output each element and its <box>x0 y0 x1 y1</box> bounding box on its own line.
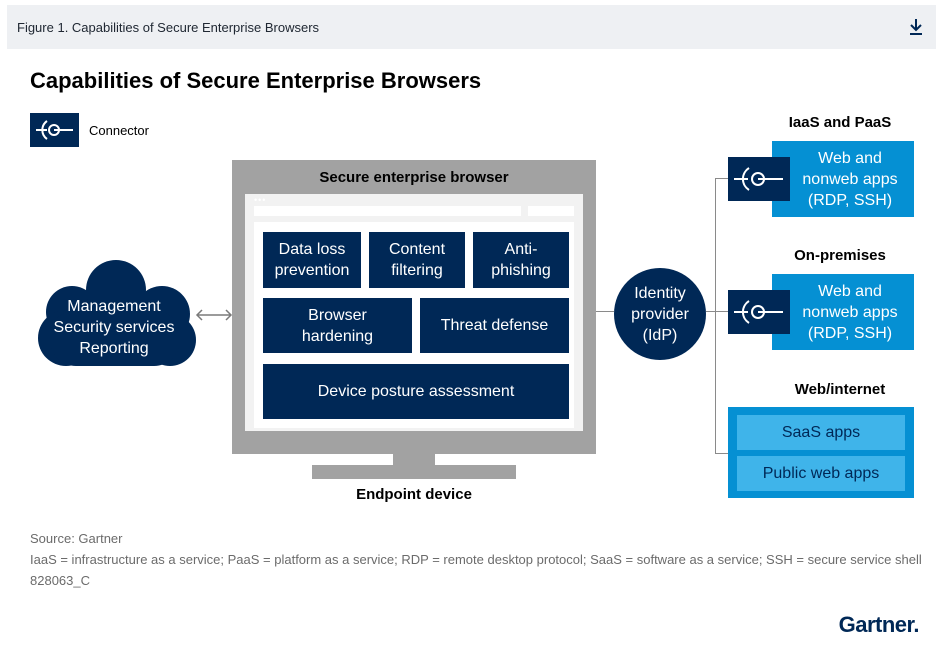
connector-line <box>715 178 716 454</box>
connector-line <box>596 311 614 312</box>
capability-line: Anti- <box>504 241 538 258</box>
capability-line: filtering <box>391 262 443 279</box>
connector-icon <box>30 113 79 147</box>
connector-line <box>706 311 716 312</box>
address-bar <box>254 206 521 216</box>
capability-line: Device posture assessment <box>317 383 515 400</box>
management-cloud <box>38 260 196 366</box>
cloud-line: Management <box>67 298 161 315</box>
capability-line: Threat defense <box>440 317 549 334</box>
figure-header-bar: Figure 1. Capabilities of Secure Enterpr… <box>7 5 936 49</box>
gartner-logo: Gartner. <box>838 612 920 637</box>
cloud-label: Management Security services Reporting <box>30 296 198 359</box>
connector-icon <box>728 290 790 334</box>
idp-line: (IdP) <box>642 326 678 344</box>
cloud-line: Security services <box>53 319 175 336</box>
capability-threat-defense: Threat defense <box>420 298 569 353</box>
identity-provider: Identity provider (IdP) <box>614 268 706 360</box>
capability-line: hardening <box>301 327 374 345</box>
source-note: Source: Gartner <box>30 531 123 546</box>
capability-browser-hardening: Browser hardening <box>263 298 412 353</box>
connector-icon <box>728 157 790 201</box>
capability-anti-phishing: Anti-phishing <box>473 232 569 288</box>
capability-content-filtering: Content filtering <box>369 232 465 288</box>
connector-line <box>715 311 728 312</box>
legend-label: Connector <box>89 123 149 138</box>
apps-line: nonweb apps <box>802 170 898 188</box>
capability-line: Content <box>388 241 446 258</box>
apps-line: Web and <box>818 282 882 300</box>
public-web-apps-box: Public web apps <box>737 456 905 491</box>
capability-line: prevention <box>274 262 350 279</box>
capability-line: Data loss <box>278 241 346 258</box>
saas-apps-box: SaaS apps <box>737 415 905 450</box>
monitor-stand-neck <box>393 454 435 465</box>
apps-line: (RDP, SSH) <box>807 191 893 209</box>
apps-line: Web and <box>818 149 882 167</box>
diagram-title: Capabilities of Secure Enterprise Browse… <box>30 68 482 93</box>
figure-code: 828063_C <box>30 573 90 588</box>
capability-line: Browser <box>308 306 367 324</box>
capability-device-posture-assessment: Device posture assessment <box>263 364 569 419</box>
search-bar <box>528 206 574 216</box>
monitor-stand-base <box>312 465 516 479</box>
idp-line: Identity <box>634 284 686 302</box>
group-title-iaas: IaaS and PaaS <box>788 114 892 131</box>
window-dots-icon: ••• <box>254 195 267 205</box>
apps-line: nonweb apps <box>802 303 898 321</box>
download-icon[interactable] <box>908 17 924 37</box>
abbreviation-note: IaaS = infrastructure as a service; PaaS… <box>30 552 922 567</box>
capability-line: phishing <box>491 262 551 279</box>
figure-label: Figure 1. Capabilities of Secure Enterpr… <box>17 20 320 35</box>
iaas-apps-box: Web and nonweb apps (RDP, SSH) <box>772 141 914 217</box>
bidirectional-arrow <box>195 309 233 321</box>
idp-line: provider <box>631 305 689 323</box>
connector-line <box>715 178 728 179</box>
group-title-onprem: On-premises <box>794 247 886 264</box>
connector-line <box>715 453 728 454</box>
capability-data-loss-prevention: Data loss prevention <box>263 232 361 288</box>
browser-title: Secure enterprise browser <box>319 169 509 186</box>
group-title-web: Web/internet <box>794 381 886 398</box>
apps-line: (RDP, SSH) <box>807 324 893 342</box>
onprem-apps-box: Web and nonweb apps (RDP, SSH) <box>772 274 914 350</box>
endpoint-device-label: Endpoint device <box>356 486 472 503</box>
cloud-line: Reporting <box>79 340 149 357</box>
